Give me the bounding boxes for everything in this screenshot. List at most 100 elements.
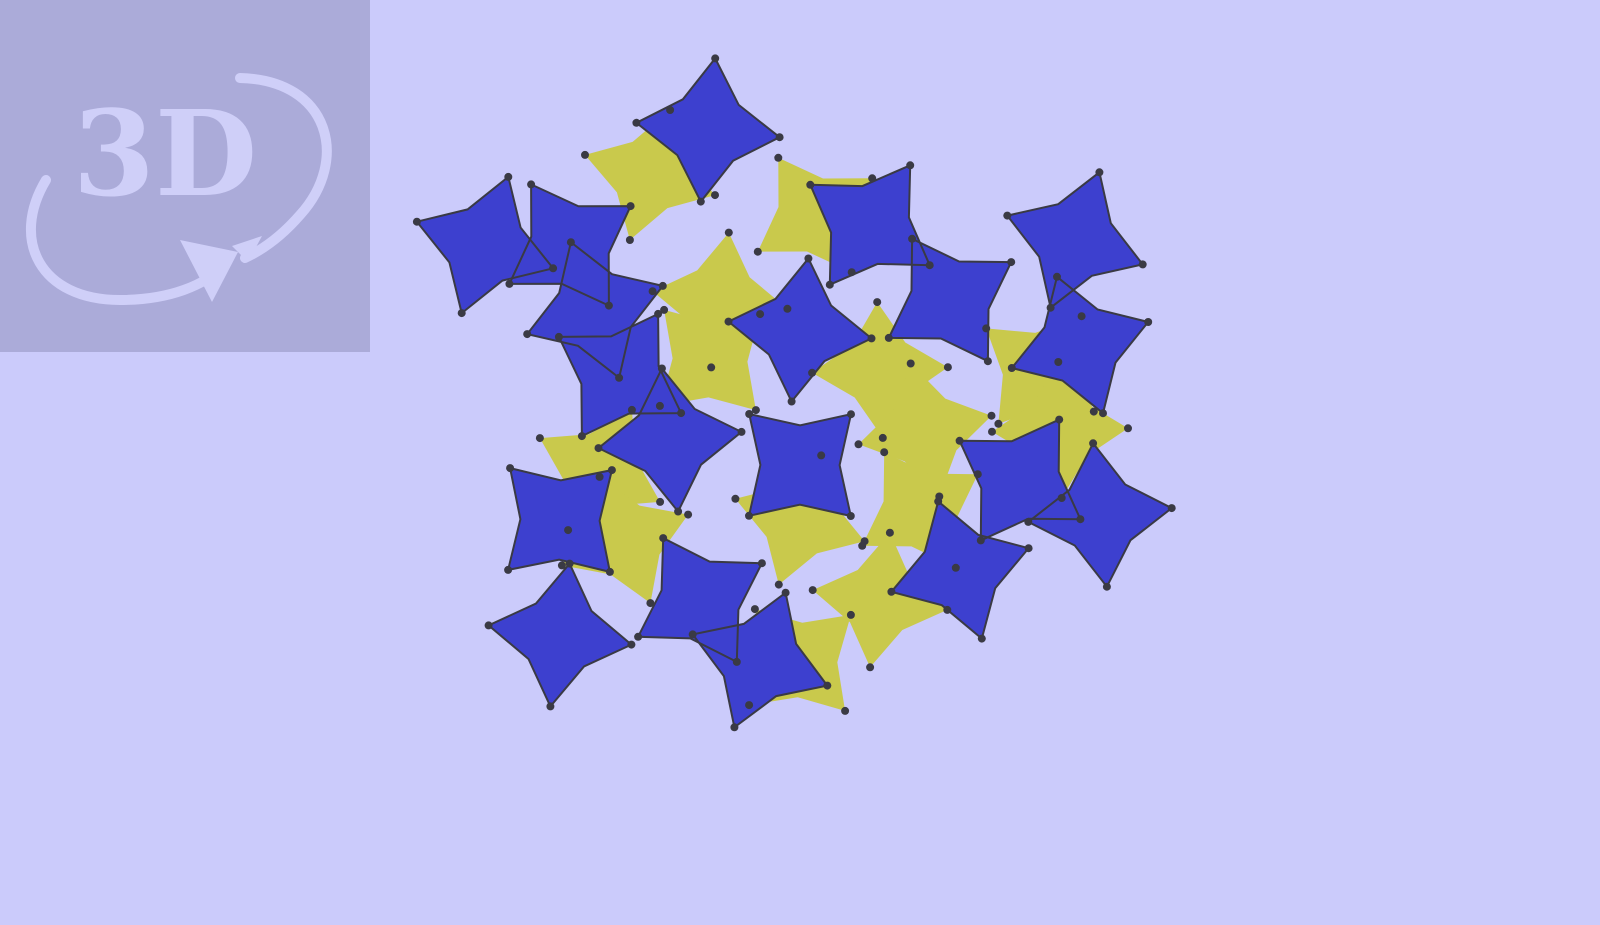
vertex-point[interactable] bbox=[565, 559, 574, 568]
vertex-point[interactable] bbox=[988, 427, 996, 436]
vertex-point[interactable] bbox=[659, 534, 668, 543]
blue-tile[interactable] bbox=[728, 258, 872, 402]
vertex-point[interactable] bbox=[607, 466, 616, 475]
vertex-point[interactable] bbox=[1124, 424, 1132, 433]
vertex-point[interactable] bbox=[1099, 409, 1107, 418]
vertex-point[interactable] bbox=[527, 180, 536, 189]
vertex-point[interactable] bbox=[994, 419, 1003, 428]
vertex-point[interactable] bbox=[504, 172, 513, 181]
vertex-point[interactable] bbox=[504, 565, 513, 574]
vertex-point[interactable] bbox=[737, 427, 746, 436]
vertex-point[interactable] bbox=[783, 304, 792, 313]
vertex-point[interactable] bbox=[745, 410, 754, 418]
vertex-point[interactable] bbox=[627, 405, 636, 414]
vertex-point[interactable] bbox=[757, 559, 766, 568]
vertex-point[interactable] bbox=[615, 373, 624, 382]
vertex-point[interactable] bbox=[750, 605, 759, 614]
vertex-point[interactable] bbox=[688, 630, 697, 639]
vertex-point[interactable] bbox=[457, 309, 466, 318]
vertex-point[interactable] bbox=[484, 621, 493, 630]
vertex-point[interactable] bbox=[1076, 515, 1085, 524]
vertex-point[interactable] bbox=[1089, 407, 1098, 416]
vertex-point[interactable] bbox=[626, 202, 635, 211]
vertex-point[interactable] bbox=[817, 451, 826, 460]
vertex-point[interactable] bbox=[648, 287, 657, 296]
vertex-point[interactable] bbox=[1077, 312, 1086, 321]
vertex-point[interactable] bbox=[976, 536, 985, 545]
vertex-point[interactable] bbox=[1007, 258, 1016, 267]
vertex-point[interactable] bbox=[594, 444, 603, 453]
vertex-point[interactable] bbox=[724, 228, 733, 237]
vertex-point[interactable] bbox=[412, 217, 421, 226]
vertex-point[interactable] bbox=[1054, 358, 1063, 366]
vertex-point[interactable] bbox=[951, 563, 960, 572]
vertex-point[interactable] bbox=[1007, 364, 1016, 372]
vertex-point[interactable] bbox=[1057, 494, 1066, 502]
3d-view-toggle-button[interactable]: 3D bbox=[0, 0, 370, 352]
blue-tile[interactable] bbox=[416, 176, 554, 314]
vertex-point[interactable] bbox=[554, 332, 563, 341]
vertex-point[interactable] bbox=[730, 723, 739, 732]
vertex-point[interactable] bbox=[866, 663, 875, 672]
vertex-point[interactable] bbox=[696, 197, 705, 206]
yellow-tile[interactable] bbox=[561, 476, 689, 604]
vertex-point[interactable] bbox=[535, 434, 544, 443]
vertex-point[interactable] bbox=[943, 605, 952, 614]
yellow-tile[interactable] bbox=[585, 110, 715, 240]
vertex-point[interactable] bbox=[745, 511, 753, 520]
vertex-point[interactable] bbox=[1055, 415, 1064, 424]
blue-tile[interactable] bbox=[1007, 172, 1143, 308]
yellow-tile[interactable] bbox=[652, 232, 788, 368]
yellow-tile[interactable] bbox=[858, 363, 992, 497]
vertex-point[interactable] bbox=[1053, 272, 1061, 281]
vertex-point[interactable] bbox=[658, 281, 667, 290]
vertex-point[interactable] bbox=[1102, 582, 1111, 591]
blue-tile[interactable] bbox=[692, 592, 828, 728]
vertex-point[interactable] bbox=[732, 657, 741, 666]
vertex-point[interactable] bbox=[847, 268, 856, 277]
vertex-point[interactable] bbox=[654, 309, 663, 318]
vertex-point[interactable] bbox=[804, 254, 813, 263]
vertex-point[interactable] bbox=[775, 133, 784, 142]
vertex-point[interactable] bbox=[506, 464, 515, 473]
yellow-tile[interactable] bbox=[735, 455, 865, 585]
vertex-point[interactable] bbox=[745, 701, 754, 710]
yellow-tile[interactable] bbox=[812, 302, 948, 438]
vertex-point[interactable] bbox=[847, 410, 855, 419]
vertex-point[interactable] bbox=[711, 191, 719, 200]
vertex-point[interactable] bbox=[908, 234, 917, 243]
vertex-point[interactable] bbox=[657, 364, 666, 373]
vertex-point[interactable] bbox=[878, 433, 887, 442]
vertex-point[interactable] bbox=[684, 510, 693, 519]
vertex-point[interactable] bbox=[756, 310, 765, 319]
blue-tile[interactable] bbox=[598, 368, 742, 512]
vertex-point[interactable] bbox=[674, 507, 683, 516]
vertex-point[interactable] bbox=[808, 368, 817, 377]
vertex-point[interactable] bbox=[523, 330, 532, 339]
vertex-point[interactable] bbox=[1003, 211, 1012, 220]
vertex-point[interactable] bbox=[781, 588, 790, 597]
vertex-point[interactable] bbox=[666, 106, 675, 114]
blue-tile[interactable] bbox=[888, 238, 1012, 362]
vertex-point[interactable] bbox=[808, 586, 817, 595]
vertex-point[interactable] bbox=[627, 640, 636, 649]
vertex-point[interactable] bbox=[887, 587, 896, 596]
vertex-point[interactable] bbox=[564, 526, 573, 535]
blue-tile[interactable] bbox=[749, 414, 851, 516]
vertex-point[interactable] bbox=[566, 238, 575, 247]
vertex-point[interactable] bbox=[873, 298, 882, 307]
vertex-point[interactable] bbox=[955, 436, 964, 445]
vertex-point[interactable] bbox=[581, 150, 589, 159]
vertex-point[interactable] bbox=[604, 301, 613, 310]
vertex-point[interactable] bbox=[846, 512, 855, 520]
blue-tile[interactable] bbox=[527, 242, 663, 378]
vertex-point[interactable] bbox=[846, 610, 855, 619]
blue-tile[interactable] bbox=[891, 501, 1029, 639]
vertex-point[interactable] bbox=[867, 334, 876, 343]
blue-tile[interactable] bbox=[1011, 276, 1149, 414]
vertex-point[interactable] bbox=[973, 470, 982, 479]
vertex-point[interactable] bbox=[983, 357, 992, 366]
vertex-point[interactable] bbox=[707, 363, 716, 372]
